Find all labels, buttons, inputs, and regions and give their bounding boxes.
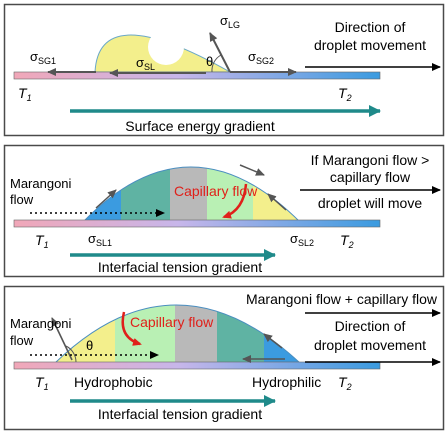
capillary-flow-label-2: Capillary flow — [174, 183, 258, 199]
condition-label-2b: capillary flow — [330, 169, 411, 185]
sigma-sl2-label: σSL2 — [290, 231, 314, 248]
droplet-highlight — [148, 29, 184, 65]
substrate-2 — [13, 219, 381, 228]
substrate-3 — [13, 361, 381, 370]
condition-label-2c: droplet will move — [318, 195, 422, 211]
theta-label-1: θ — [206, 54, 213, 69]
sigma-sg2-label: σSG2 — [248, 49, 274, 66]
capillary-flow-label-3: Capillary flow — [130, 314, 214, 330]
interfacial-gradient-label-2: Interfacial tension gradient — [98, 259, 262, 275]
panel-combined-flow: Marangoni flow + capillary flow Directio… — [3, 285, 445, 431]
marangoni-label-3b: flow — [10, 333, 34, 348]
t2-label-3: T2 — [338, 374, 352, 392]
inner-flow-arrow-2 — [239, 164, 265, 176]
hydrophilic-label: Hydrophilic — [252, 374, 321, 390]
marangoni-label-2b: flow — [10, 192, 34, 207]
capillary-curve-arrow-3 — [121, 311, 142, 346]
sigma-sl1-label: σSL1 — [88, 231, 112, 248]
t1-label-1: T1 — [18, 85, 32, 103]
capillary-curve-arrow-2 — [222, 183, 248, 219]
interfacial-gradient-label-3: Interfacial tension gradient — [98, 406, 262, 422]
direction-label-1b: droplet movement — [314, 37, 426, 53]
sigma-sl-label: σSL — [136, 55, 155, 72]
sum-label-3: Marangoni flow + capillary flow — [246, 291, 438, 307]
t1-label-2: T1 — [35, 232, 49, 250]
theta-arc-1 — [211, 54, 222, 73]
sigma-sg1-label: σSG1 — [30, 49, 56, 66]
surface-flow-arrow-2b — [267, 193, 287, 211]
theta-label-3: θ — [86, 338, 93, 353]
surface-energy-gradient-label: Surface energy gradient — [125, 118, 275, 134]
sigma-lg-label: σLG — [220, 13, 240, 30]
marangoni-label-2a: Marangoni — [10, 176, 72, 191]
theta-arc-3 — [65, 345, 77, 363]
surface-flow-arrow-2a — [95, 189, 117, 209]
contact-line-arrow-3 — [51, 317, 73, 361]
surface-flow-arrow-3 — [263, 333, 283, 349]
sigma-lg-arrow — [209, 32, 231, 73]
panel-surface-energy: σSG1 σLG σSL θ σSG2 Direction of droplet… — [3, 3, 445, 137]
marangoni-label-3a: Marangoni — [10, 316, 72, 331]
t2-label-2: T2 — [340, 232, 354, 250]
hydrophobic-label: Hydrophobic — [74, 374, 153, 390]
t2-label-1: T2 — [338, 85, 352, 103]
direction-label-3b: droplet movement — [314, 337, 426, 353]
condition-label-2a: If Marangoni flow > — [311, 152, 430, 168]
t1-label-3: T1 — [35, 374, 49, 392]
panel-capillary-condition: Marangoni flow Capillary flow If Marango… — [3, 144, 445, 278]
direction-label-3a: Direction of — [335, 318, 406, 334]
direction-label-1a: Direction of — [335, 19, 406, 35]
